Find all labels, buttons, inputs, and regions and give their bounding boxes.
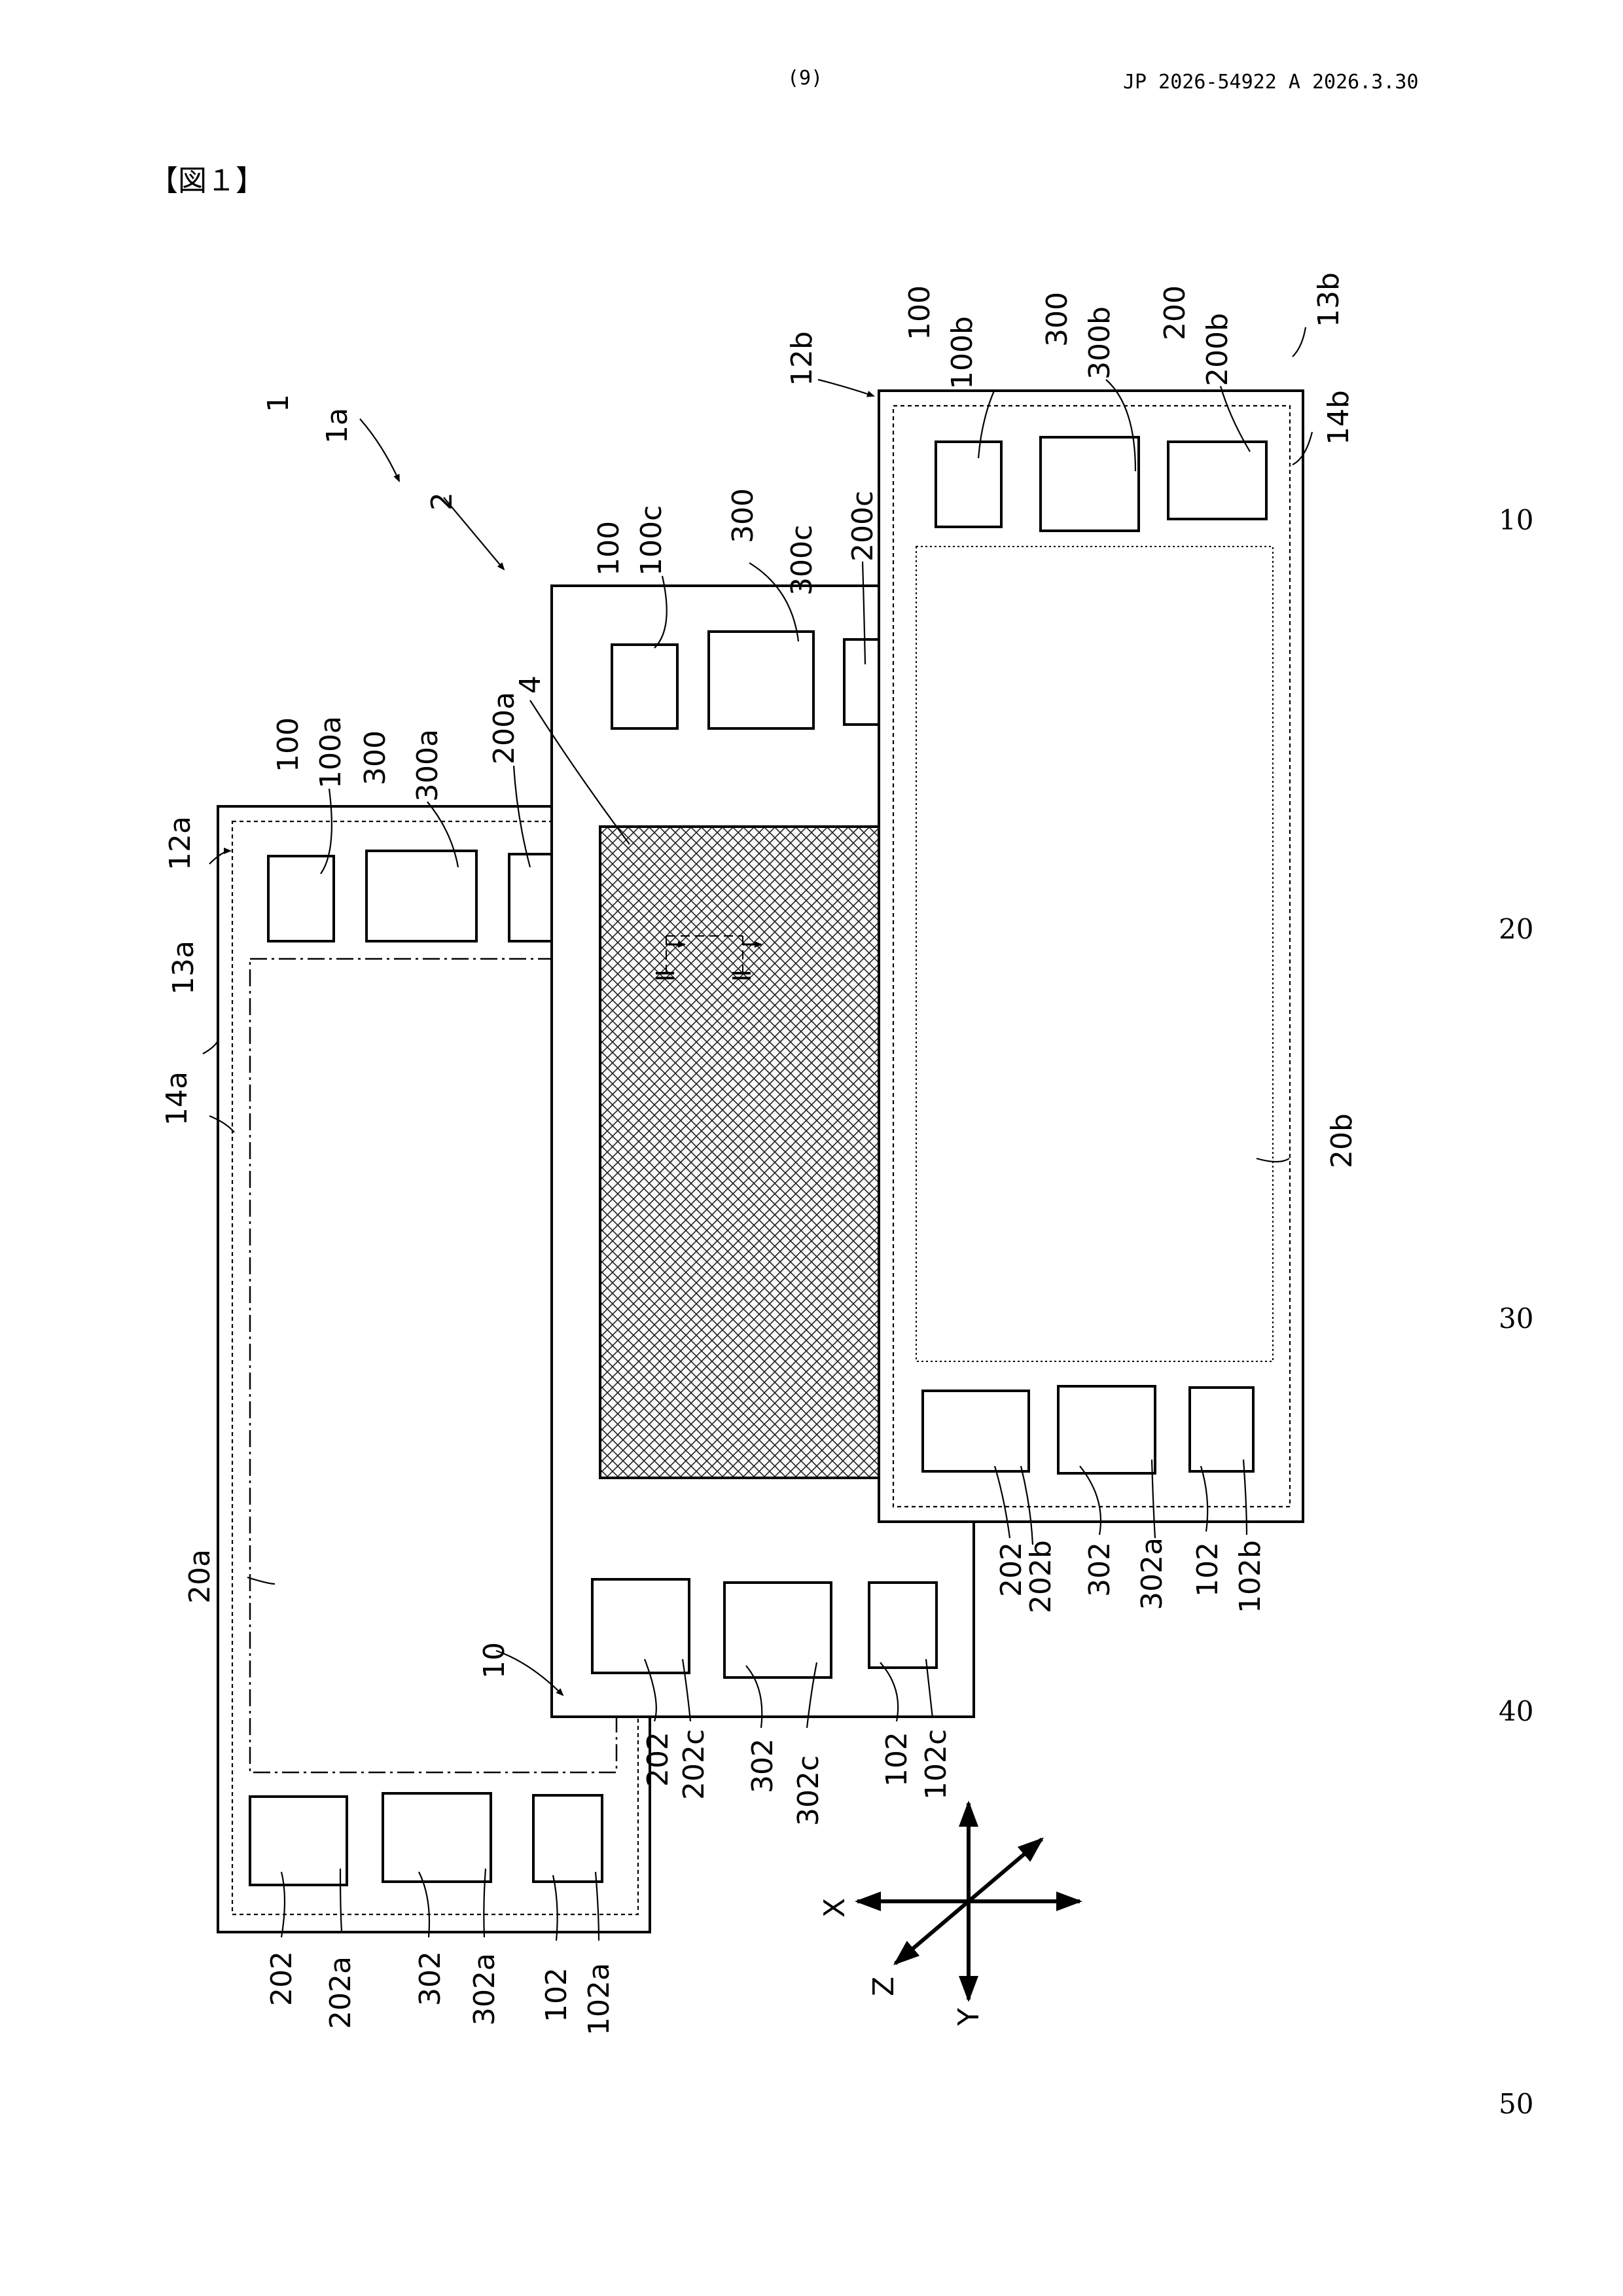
ref-200a: 200a	[488, 692, 521, 764]
ref-300c: 300c	[785, 525, 819, 596]
section-mark-right: Ⅱ	[728, 969, 757, 982]
ref-100c: 100c	[635, 505, 668, 576]
ref-20b: 20b	[1325, 1113, 1359, 1168]
ref-102a: 102a	[582, 1963, 616, 2036]
ref-302a: 302a	[468, 1953, 501, 2026]
pad-302c	[724, 1583, 831, 1677]
ref-100-a: 100	[272, 717, 305, 772]
pad-100c	[612, 645, 677, 728]
ref-1a: 1a	[321, 408, 354, 444]
ref-10: 10	[478, 1642, 511, 1679]
ref-202-b: 202	[995, 1542, 1028, 1597]
ref-1: 1	[262, 394, 295, 412]
ref-202c: 202c	[677, 1729, 711, 1800]
pad-102a	[533, 1795, 602, 1882]
ref-102-b: 102	[1191, 1542, 1224, 1597]
pad-300c	[709, 632, 813, 728]
pad-300b	[1041, 437, 1139, 531]
ref-12b: 12b	[785, 331, 819, 386]
ref-102b: 102b	[1234, 1540, 1267, 1613]
ref-202-a: 202	[265, 1951, 298, 2006]
ref-200b: 200b	[1201, 313, 1234, 386]
ref-102c: 102c	[919, 1729, 953, 1800]
pad-202b	[923, 1391, 1029, 1471]
ref-302-b: 302	[1083, 1542, 1116, 1597]
ref-100a: 100a	[314, 716, 348, 789]
pad-202a	[250, 1797, 347, 1885]
ref-202b: 202b	[1024, 1540, 1058, 1613]
pad-100b	[936, 442, 1001, 527]
ref-100-b: 100	[903, 285, 936, 340]
coordinate-axes: X Y Z	[818, 1803, 1080, 2026]
pad-300a	[366, 851, 476, 941]
pad-102c	[869, 1583, 936, 1668]
region-4-hatched	[600, 827, 883, 1478]
ref-302c: 302c	[792, 1755, 825, 1826]
axis-z-up	[969, 1839, 1042, 1901]
ref-14b: 14b	[1322, 390, 1355, 445]
axis-z-down	[895, 1901, 969, 1964]
ref-100b: 100b	[946, 316, 979, 389]
ref-300b: 300b	[1083, 306, 1116, 380]
ref-302-c: 302	[746, 1738, 779, 1793]
ref-102-c: 102	[880, 1732, 914, 1787]
ref-300-c: 300	[726, 488, 760, 543]
ref-302a-b: 302a	[1135, 1537, 1169, 1610]
ref-2: 2	[425, 492, 459, 511]
ref-20a: 20a	[183, 1549, 217, 1604]
ref-300-a: 300	[359, 730, 392, 785]
axis-y-label: Y	[952, 2008, 986, 2026]
ref-300-b: 300	[1041, 292, 1074, 347]
section-mark-left: Ⅱ	[651, 969, 680, 982]
ref-14a: 14a	[160, 1071, 194, 1126]
ref-102-a: 102	[540, 1967, 573, 2022]
ref-100-c: 100	[592, 521, 626, 576]
ref-300a: 300a	[411, 729, 444, 802]
pad-302b	[1058, 1386, 1155, 1473]
ref-200-b: 200	[1158, 285, 1192, 340]
ref-202-c: 202	[641, 1732, 675, 1787]
pad-200b	[1168, 442, 1266, 519]
pad-102b	[1190, 1388, 1253, 1471]
panel-1b	[879, 391, 1303, 1522]
axis-x-label: X	[818, 1898, 851, 1918]
ref-4: 4	[514, 675, 547, 694]
ref-200c: 200c	[846, 491, 880, 562]
panel-1b-outline	[879, 391, 1303, 1522]
ref-13a: 13a	[167, 941, 200, 995]
pad-202c	[592, 1579, 689, 1673]
axis-z-label: Z	[867, 1977, 901, 1996]
pad-302a	[383, 1793, 491, 1882]
ref-13b: 13b	[1312, 272, 1346, 327]
ref-302-a: 302	[414, 1951, 447, 2006]
ref-202a: 202a	[324, 1956, 357, 2029]
ref-12a: 12a	[164, 816, 197, 870]
